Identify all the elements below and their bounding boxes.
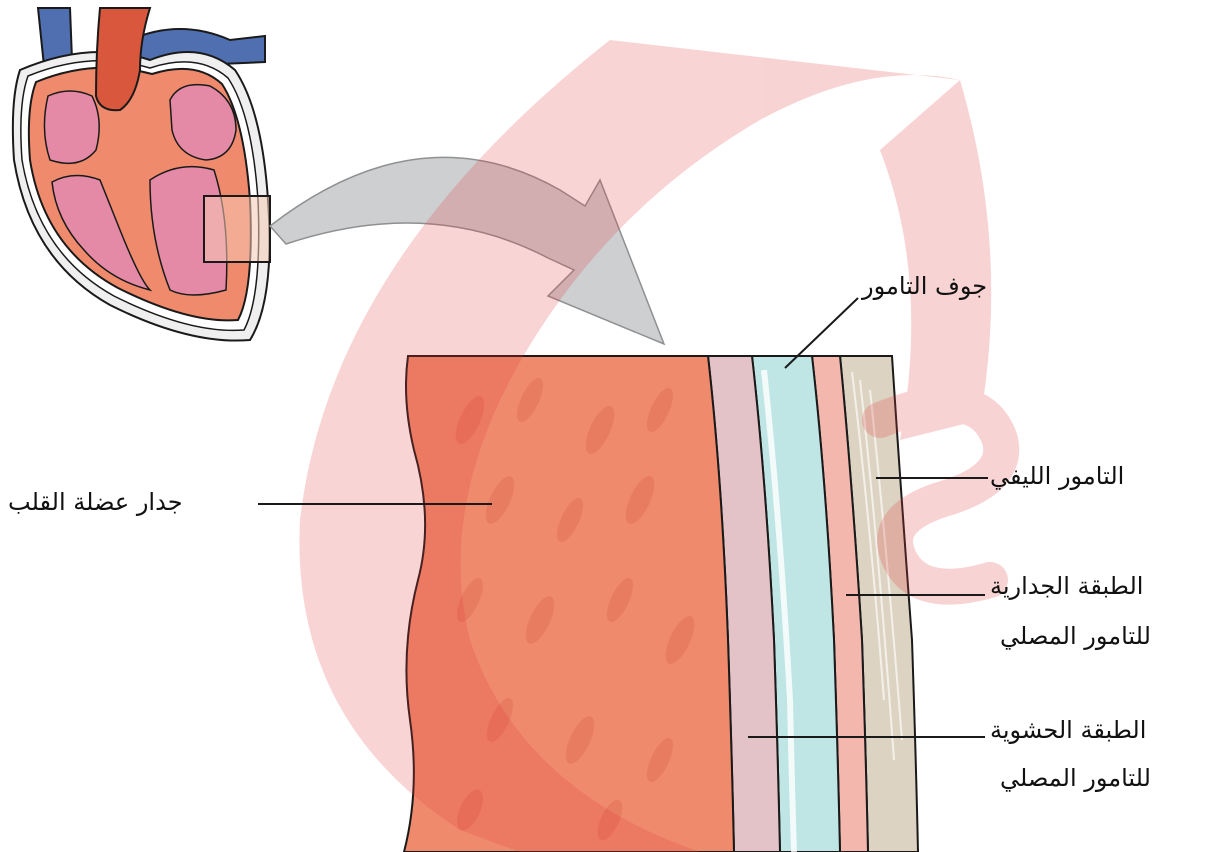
label-parietal-layer-line2: للتامور المصلي xyxy=(1000,618,1151,654)
label-visceral-layer-line2: للتامور المصلي xyxy=(1000,760,1151,796)
right-atrium xyxy=(44,91,99,163)
label-parietal-layer-line1: الطبقة الجدارية xyxy=(990,568,1143,604)
label-fibrous-pericardium: التامور الليفي xyxy=(990,458,1124,494)
label-myocardium-wall: جدار عضلة القلب xyxy=(8,484,183,520)
zoom-region-box xyxy=(204,196,270,262)
heart-thumbnail xyxy=(13,8,270,341)
label-pericardial-cavity: جوف التامور xyxy=(862,268,987,304)
label-visceral-layer-line1: الطبقة الحشوية xyxy=(990,712,1146,748)
